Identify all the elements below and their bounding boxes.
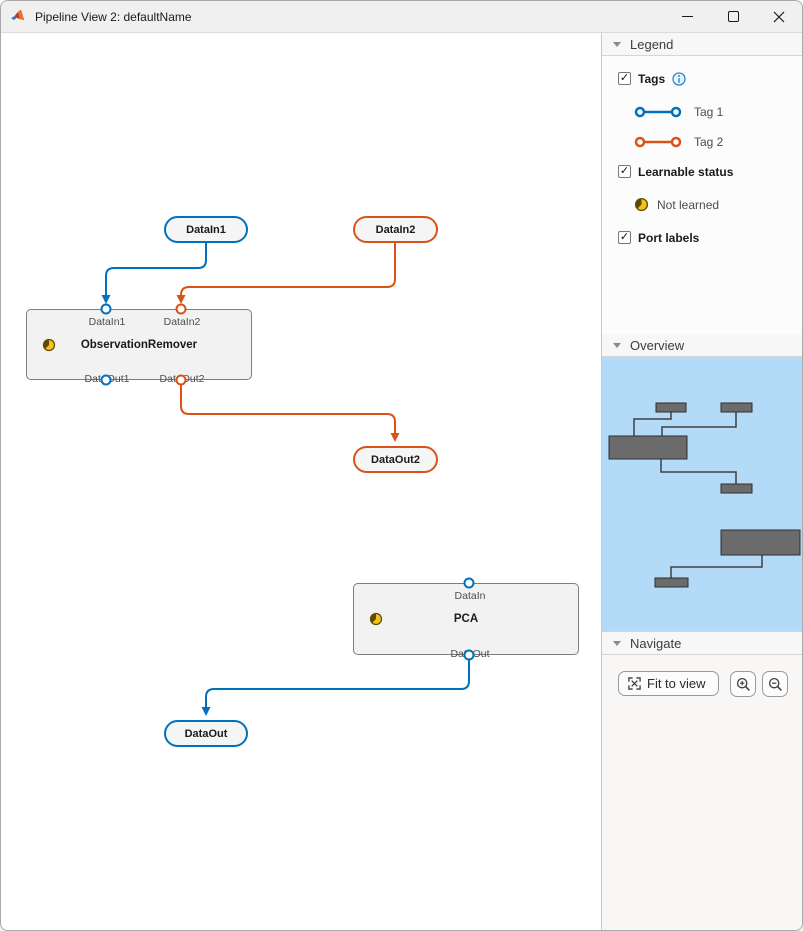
port-label-dataout1: DataOut1 <box>84 373 130 385</box>
learnable-status-checkbox[interactable]: ✓ <box>618 165 631 178</box>
arrowhead-icon <box>101 295 111 304</box>
legend-panel-header[interactable]: Legend <box>602 33 802 56</box>
port-label-datain1: DataIn1 <box>88 316 126 328</box>
not-learned-label: Not learned <box>657 197 720 212</box>
port-label-datain: DataIn <box>454 590 486 602</box>
collapse-arrow-icon <box>613 342 621 348</box>
tag2-swatch-icon <box>634 136 682 147</box>
collapse-arrow-icon <box>613 640 621 646</box>
not-learned-clock-icon <box>634 197 649 212</box>
navigate-panel-body: Fit to view <box>602 655 802 930</box>
block-title-pca: PCA <box>453 613 479 625</box>
tag2-label: Tag 2 <box>694 134 724 149</box>
node-dataout2-label: DataOut2 <box>371 453 420 466</box>
port-label-dataout: DataOut <box>450 648 490 660</box>
block-title-observationremover: ObservationRemover <box>80 338 198 351</box>
node-datain2[interactable]: DataIn2 <box>353 216 438 243</box>
pipeline-canvas[interactable]: DataIn1 DataIn2 DataOut2 DataOut DataIn1… <box>1 33 601 930</box>
maximize-icon <box>727 11 739 22</box>
node-datain2-label: DataIn2 <box>375 223 416 236</box>
collapse-arrow-icon <box>613 41 621 47</box>
port-label-datain2: DataIn2 <box>163 316 201 328</box>
legend-panel-body: ✓ Tags Tag 1 <box>602 56 802 334</box>
navigate-panel-title: Navigate <box>630 635 682 651</box>
fit-to-view-label: Fit to view <box>647 676 706 691</box>
info-icon[interactable] <box>672 71 686 86</box>
port-labels-checkbox[interactable]: ✓ <box>618 231 631 244</box>
minimize-button[interactable] <box>664 1 710 32</box>
magnifier-minus-icon <box>768 677 782 691</box>
window-title: Pipeline View 2: defaultName <box>35 9 192 24</box>
node-dataout-label: DataOut <box>184 727 228 740</box>
close-button[interactable] <box>756 1 802 32</box>
port-labels-row: ✓ Port labels <box>618 229 802 246</box>
zoom-out-button[interactable] <box>762 671 788 697</box>
minimap-node <box>655 402 687 413</box>
sidebar: Legend ✓ Tags <box>601 33 803 930</box>
block-pca[interactable]: DataIn PCA DataOut <box>353 583 579 660</box>
minimap-node <box>720 529 801 556</box>
learnable-status-row: ✓ Learnable status <box>618 163 802 180</box>
not-learned-row: Not learned <box>634 196 802 213</box>
tag1-legend-item: Tag 1 <box>632 103 802 120</box>
matlab-logo-icon <box>11 9 25 20</box>
minimap-node <box>608 435 688 460</box>
maximize-button[interactable] <box>710 1 756 32</box>
fit-to-view-button[interactable]: Fit to view <box>618 671 719 696</box>
overview-minimap[interactable] <box>602 357 803 631</box>
tag1-swatch-icon <box>634 106 682 117</box>
connection-datain2-to-observationremover[interactable] <box>180 242 396 297</box>
connections-layer <box>100 242 475 716</box>
tags-row: ✓ Tags <box>618 70 802 87</box>
not-learned-clock-icon <box>369 612 383 626</box>
tag1-label: Tag 1 <box>694 104 724 119</box>
magnifier-plus-icon <box>736 677 750 691</box>
node-dataout[interactable]: DataOut <box>164 720 248 747</box>
tags-label: Tags <box>638 71 666 86</box>
connection-observationremover-to-dataout2[interactable] <box>180 383 396 435</box>
node-datain1[interactable]: DataIn1 <box>164 216 248 243</box>
window-controls <box>664 1 802 32</box>
tag2-legend-item: Tag 2 <box>632 133 802 150</box>
zoom-in-button[interactable] <box>730 671 756 697</box>
minimap-node <box>720 402 753 413</box>
connection-datain1-to-observationremover[interactable] <box>105 242 207 297</box>
tags-checkbox[interactable]: ✓ <box>618 72 631 85</box>
node-dataout2[interactable]: DataOut2 <box>353 446 438 473</box>
arrowhead-icon <box>390 433 400 442</box>
arrowhead-icon <box>176 295 186 304</box>
fit-to-view-icon <box>628 677 641 690</box>
close-icon <box>773 11 785 22</box>
node-datain1-label: DataIn1 <box>186 223 226 236</box>
minimize-icon <box>681 16 693 17</box>
connection-pca-to-dataout[interactable] <box>205 658 470 709</box>
overview-panel-header[interactable]: Overview <box>602 334 802 357</box>
title-bar: Pipeline View 2: defaultName <box>1 1 802 33</box>
learnable-status-label: Learnable status <box>638 164 734 179</box>
arrowhead-icon <box>201 707 211 716</box>
navigate-panel-header[interactable]: Navigate <box>602 631 802 655</box>
port-labels-label: Port labels <box>638 230 700 245</box>
block-observationremover[interactable]: DataIn1 DataIn2 ObservationRemover DataO… <box>26 309 252 385</box>
port-label-dataout2: DataOut2 <box>159 373 205 385</box>
minimap-node <box>720 483 753 494</box>
not-learned-clock-icon <box>42 338 56 351</box>
overview-panel-title: Overview <box>630 337 685 353</box>
minimap-node <box>654 577 689 588</box>
legend-panel-title: Legend <box>630 36 674 52</box>
